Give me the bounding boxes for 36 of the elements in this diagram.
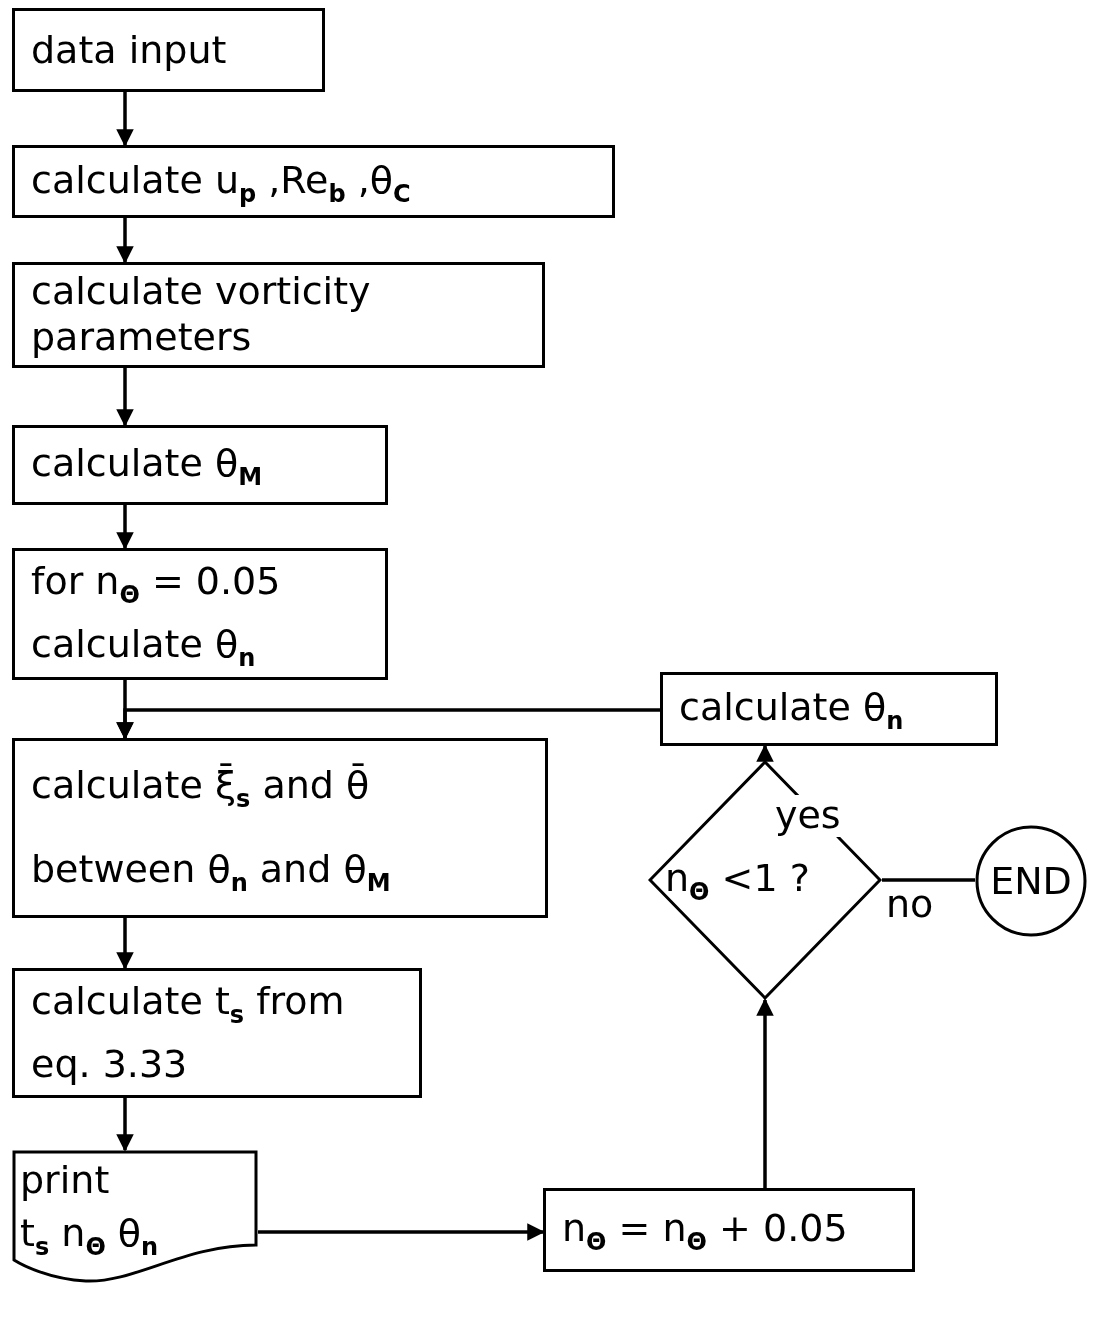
node-text: calculate t$_{s}$ from eq. 3.33 [31,978,346,1089]
process-box [12,968,422,1098]
node-text: print [20,1157,110,1204]
arrow [116,505,134,550]
edge-label: yes [775,795,841,837]
arrow [116,1098,134,1152]
arrow [116,92,134,147]
arrow [116,368,134,427]
terminal-circle [975,825,1087,937]
node-text: n$_{Θ}$ = n$_{Θ}$ + 0.05 [562,1205,848,1258]
arrow [258,1223,545,1241]
process-box [12,8,325,92]
arrow [756,744,774,762]
node-text: calculate vorticity parameters [31,269,372,361]
process-box [12,145,615,218]
process-box [12,738,548,918]
node-text: n$_{Θ}$ <1 ? [665,855,810,908]
node-text: data input [31,26,227,74]
process-box [543,1188,915,1272]
arrow [116,708,660,740]
process-box [660,672,998,746]
node-text: calculate θ$_{M}$ [31,440,263,493]
node-text: for n$_{Θ}$ = 0.05 calculate θ$_{n}$ [31,558,282,674]
node-text: calculate ξ̄$_{s}$ and θ̄ between θ$_{n}$ and θ$_{M}$ [31,762,392,899]
process-box [12,548,388,680]
decision-diamond [648,760,882,1000]
document-shape [12,1150,258,1285]
arrow [116,918,134,970]
node-text: calculate θ$_{n}$ [679,684,904,737]
node-text: END [990,858,1072,905]
node-text: t$_{s}$ n$_{Θ}$ θ$_{n}$ [20,1210,159,1263]
process-box [12,425,388,505]
arrow [756,998,774,1188]
node-text: calculate u$_{p}$ ,Re$_{b}$ ,θ$_{C}$ [31,156,411,210]
arrow [116,218,134,264]
process-box [12,262,545,368]
